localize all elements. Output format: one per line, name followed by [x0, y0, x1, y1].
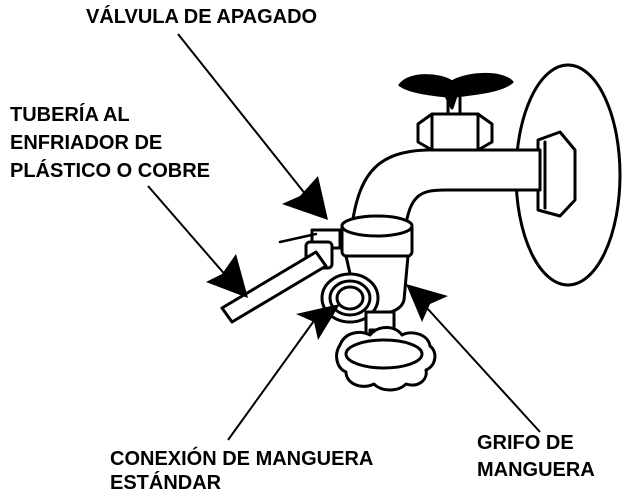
label-hose-connection-line1: CONEXIÓN DE MANGUERA — [110, 448, 374, 470]
leader-hose-connection — [227, 317, 317, 441]
leader-tubing — [147, 185, 229, 279]
label-tubing-line3: PLÁSTICO O COBRE — [10, 160, 211, 182]
label-hose-connection-line2: ESTÁNDAR — [110, 472, 222, 494]
label-shutoff-valve: VÁLVULA DE APAGADO — [86, 6, 318, 28]
tubing — [220, 250, 328, 324]
arrow-tubing — [206, 254, 248, 298]
label-tubing-line1: TUBERÍA AL — [10, 104, 130, 126]
leader-shutoff-valve — [177, 33, 319, 211]
arrow-shutoff-valve — [282, 176, 328, 220]
arrow-hose-bibb — [406, 284, 448, 322]
label-hose-bibb-line2: MANGUERA — [477, 459, 595, 481]
t-handle — [398, 72, 514, 110]
wall-hex-nut — [536, 130, 577, 218]
label-hose-bibb-line1: GRIFO DE — [477, 432, 574, 454]
arrow-hose-connection — [296, 304, 340, 340]
label-tubing-line2: ENFRIADOR DE — [10, 132, 163, 154]
leader-hose-bibb — [415, 295, 541, 433]
bonnet-hex — [416, 112, 494, 152]
